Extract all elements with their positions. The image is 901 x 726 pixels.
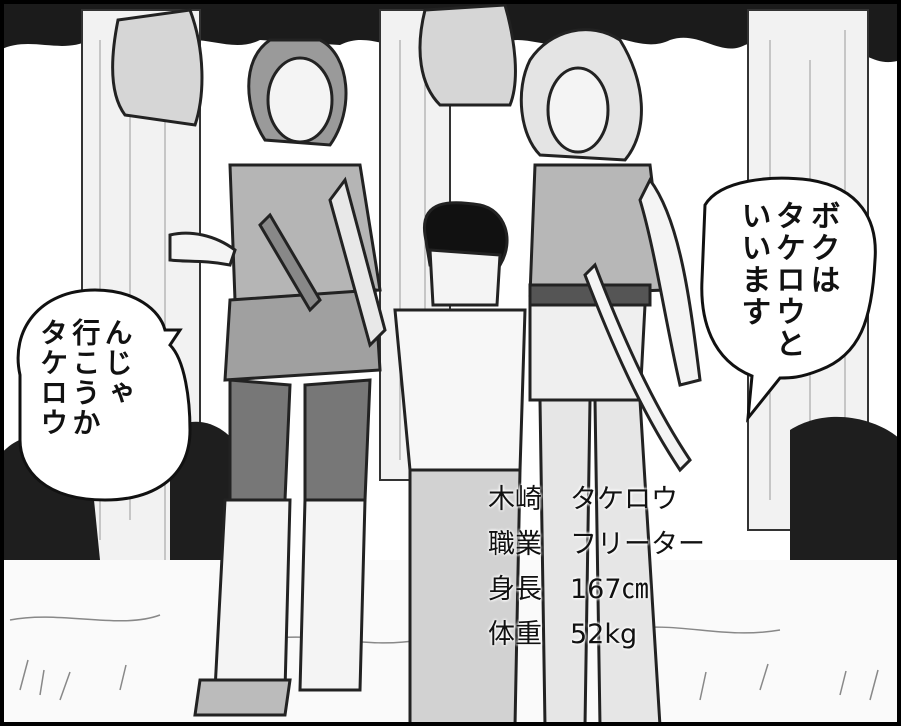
profile-label: 職業 (488, 529, 542, 560)
speech-line: タケロウ (36, 318, 70, 438)
profile-row-occupation: 職業 フリーター (488, 522, 705, 567)
dangling-legs (111, 3, 517, 127)
character-profile: 木崎 タケロウ 職業 フリーター 身長 167㎝ 体重 52kg (488, 477, 705, 657)
profile-label: 体重 (488, 619, 542, 650)
boy-figure (393, 201, 527, 726)
profile-value: 52kg (570, 619, 638, 650)
profile-value: タケロウ (570, 484, 678, 515)
profile-value: 167㎝ (570, 574, 649, 605)
speech-line: いいます (735, 200, 771, 328)
speech-bubble-right (700, 176, 877, 423)
speech-bubble-left (16, 288, 192, 502)
left-woman-figure (168, 38, 387, 717)
speech-text-right: ボクは タケロウと いいます (735, 200, 840, 370)
profile-row-weight: 体重 52kg (488, 612, 705, 657)
profile-label: 木崎 (488, 484, 542, 515)
speech-text-left: んじゃ 行こうか タケロウ (36, 318, 133, 488)
speech-line: タケロウと (770, 200, 805, 360)
bushes (0, 416, 901, 560)
speech-line: 行こうか (68, 318, 102, 438)
profile-value: フリーター (570, 529, 705, 560)
profile-label: 身長 (488, 574, 542, 605)
speech-line: んじゃ (100, 318, 134, 408)
profile-row-name: 木崎 タケロウ (488, 477, 705, 522)
profile-row-height: 身長 167㎝ (488, 567, 705, 612)
speech-line: ボクは (804, 200, 840, 296)
right-woman-figure (519, 28, 702, 726)
